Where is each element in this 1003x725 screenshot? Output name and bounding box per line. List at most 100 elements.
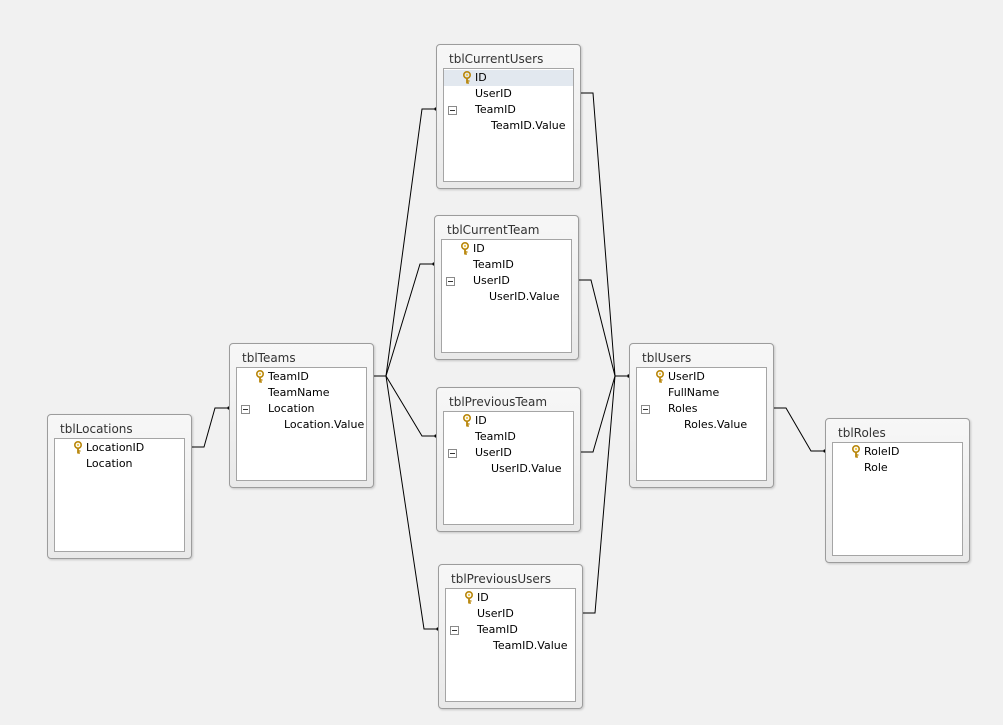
field-list[interactable]: RoleID Role [832, 442, 963, 556]
field-row-userid[interactable]: UserID [442, 273, 571, 289]
field-row-userid-value[interactable]: UserID.Value [444, 461, 573, 477]
field-row-teamname[interactable]: TeamName [237, 385, 366, 401]
field-row-teamid[interactable]: TeamID [446, 622, 575, 638]
field-row-teamid-value[interactable]: TeamID.Value [444, 118, 573, 134]
field-name: UserID [473, 274, 510, 287]
field-row-userid-value[interactable]: UserID.Value [442, 289, 571, 305]
field-name: FullName [668, 386, 720, 399]
primary-key-icon [462, 70, 474, 84]
primary-key-icon [462, 413, 474, 427]
field-row-roles[interactable]: Roles [637, 401, 766, 417]
field-name: Location [268, 402, 315, 415]
field-row-id[interactable]: ID [444, 70, 573, 86]
field-name: TeamID [475, 430, 516, 443]
field-row-id[interactable]: ID [446, 590, 575, 606]
relationship-line-tblteams-tblcurrentteam[interactable] [372, 263, 434, 377]
field-row-teamid[interactable]: TeamID [444, 102, 573, 118]
field-row-teamid[interactable]: TeamID [444, 429, 573, 445]
field-name: TeamID [477, 623, 518, 636]
field-name: UserID.Value [491, 462, 562, 475]
field-row-userid[interactable]: UserID [444, 86, 573, 102]
field-row-location-value[interactable]: Location.Value [237, 417, 366, 433]
field-name: UserID [477, 607, 514, 620]
table-title[interactable]: tblTeams [242, 351, 296, 365]
field-name: ID [475, 414, 487, 427]
collapse-icon[interactable] [448, 106, 457, 115]
table-title[interactable]: tblUsers [642, 351, 692, 365]
field-list[interactable]: ID UserID TeamID TeamID.Value [445, 588, 576, 702]
relationship-line-tblteams-tblcurrentusers[interactable] [372, 108, 436, 377]
field-row-teamid-value[interactable]: TeamID.Value [446, 638, 575, 654]
field-name: ID [473, 242, 485, 255]
table-title[interactable]: tblRoles [838, 426, 886, 440]
field-row-role[interactable]: Role [833, 460, 962, 476]
table-title[interactable]: tblCurrentUsers [449, 52, 544, 66]
field-row-teamid[interactable]: TeamID [442, 257, 571, 273]
field-row-userid[interactable]: UserID [444, 445, 573, 461]
field-name: TeamID [473, 258, 514, 271]
field-name: UserID.Value [489, 290, 560, 303]
field-row-userid[interactable]: UserID [446, 606, 575, 622]
field-name: LocationID [86, 441, 145, 454]
relationship-line-tblusers-tblcurrentteam[interactable] [577, 279, 629, 377]
field-name: Location.Value [284, 418, 365, 431]
relationship-line-tblteams-tblprevioususers[interactable] [372, 375, 438, 630]
field-row-userid[interactable]: UserID [637, 369, 766, 385]
field-name: TeamID.Value [493, 639, 568, 652]
field-row-fullname[interactable]: FullName [637, 385, 766, 401]
table-title[interactable]: tblPreviousTeam [449, 395, 548, 409]
field-name: TeamID.Value [491, 119, 566, 132]
relationship-line-tblroles-tblusers[interactable] [772, 407, 825, 452]
field-list[interactable]: ID TeamID UserID UserID.Value [441, 239, 572, 353]
field-name: RoleID [864, 445, 900, 458]
relationship-line-tblusers-tblprevioususers[interactable] [581, 375, 629, 614]
field-row-id[interactable]: ID [444, 413, 573, 429]
relationship-line-tblusers-tblpreviousteam[interactable] [579, 375, 629, 453]
collapse-icon[interactable] [448, 449, 457, 458]
field-name: UserID [475, 446, 512, 459]
table-title[interactable]: tblPreviousUsers [451, 572, 551, 586]
collapse-icon[interactable] [450, 626, 459, 635]
field-list[interactable]: LocationID Location [54, 438, 185, 552]
collapse-icon[interactable] [446, 277, 455, 286]
primary-key-icon [464, 590, 476, 604]
field-name: UserID [475, 87, 512, 100]
primary-key-icon [460, 241, 472, 255]
collapse-icon[interactable] [641, 405, 650, 414]
field-list[interactable]: ID TeamID UserID UserID.Value [443, 411, 574, 525]
field-row-roles-value[interactable]: Roles.Value [637, 417, 766, 433]
field-name: Roles [668, 402, 698, 415]
field-name: Roles.Value [684, 418, 748, 431]
primary-key-icon [73, 440, 85, 454]
relationship-line-tbllocations-tblteams[interactable] [190, 407, 229, 448]
relationship-line-tblteams-tblpreviousteam[interactable] [372, 375, 436, 437]
table-title[interactable]: tblLocations [60, 422, 133, 436]
field-name: TeamName [268, 386, 330, 399]
table-title[interactable]: tblCurrentTeam [447, 223, 540, 237]
field-name: ID [477, 591, 489, 604]
field-name: Role [864, 461, 888, 474]
field-row-roleid[interactable]: RoleID [833, 444, 962, 460]
field-row-location[interactable]: Location [55, 456, 184, 472]
field-row-locationid[interactable]: LocationID [55, 440, 184, 456]
field-name: TeamID [268, 370, 309, 383]
field-row-location[interactable]: Location [237, 401, 366, 417]
collapse-icon[interactable] [241, 405, 250, 414]
field-name: UserID [668, 370, 705, 383]
primary-key-icon [255, 369, 267, 383]
field-name: Location [86, 457, 133, 470]
field-row-id[interactable]: ID [442, 241, 571, 257]
field-row-teamid[interactable]: TeamID [237, 369, 366, 385]
